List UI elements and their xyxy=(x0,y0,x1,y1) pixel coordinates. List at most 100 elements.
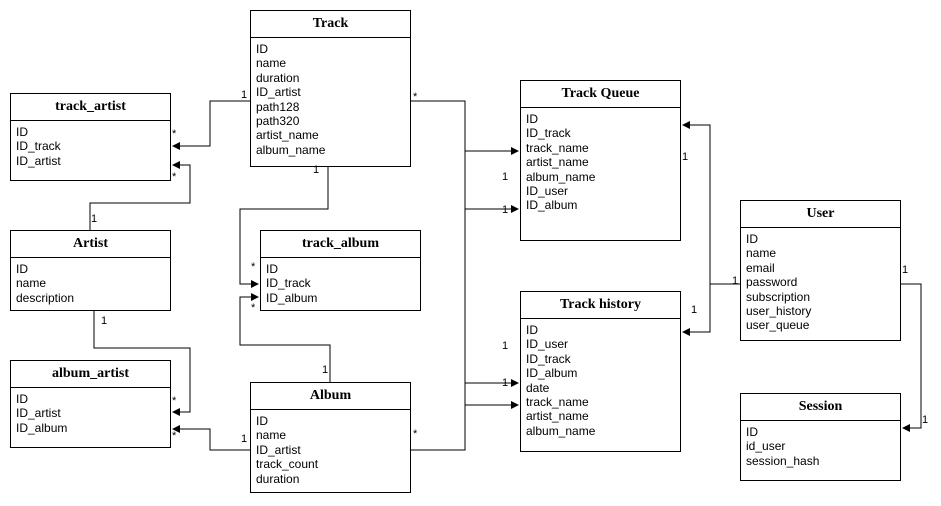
multiplicity-label: 1 xyxy=(502,171,508,183)
attribute: duration xyxy=(256,70,300,85)
multiplicity-label: 1 xyxy=(322,364,328,376)
multiplicity-label: 1 xyxy=(101,315,107,327)
entity-track-artist[interactable]: track_artist ID ID_track ID_artist xyxy=(10,93,171,181)
multiplicity-label: * xyxy=(251,261,256,273)
entity-title: Track xyxy=(251,11,410,38)
attribute: session_hash xyxy=(746,453,820,468)
attribute: ID_track xyxy=(526,126,571,141)
entity-track-history[interactable]: Track history ID ID_user ID_track ID_alb… xyxy=(520,291,681,452)
attribute: album_name xyxy=(526,169,596,184)
edge-album-track-album xyxy=(239,293,331,382)
entity-title: track_album xyxy=(261,231,420,258)
attribute: password xyxy=(746,275,798,290)
attribute: ID xyxy=(16,392,28,406)
attribute: album_name xyxy=(256,142,326,157)
attribute: track_count xyxy=(256,457,319,472)
attribute: ID_track xyxy=(266,276,311,291)
attribute: path128 xyxy=(256,99,300,114)
multiplicity-label: 1 xyxy=(732,275,738,287)
multiplicity-label: 1 xyxy=(241,89,247,101)
attribute: user_queue xyxy=(746,318,810,333)
edge-album-album-artist xyxy=(172,425,250,451)
edge-user-queue xyxy=(682,121,740,285)
attribute: ID xyxy=(16,125,28,139)
attribute: name xyxy=(256,428,287,443)
entity-session[interactable]: Session ID id_user session_hash xyxy=(740,393,901,481)
attribute: album_name xyxy=(526,423,596,438)
multiplicity-label: 1 xyxy=(502,377,508,389)
edge-track-track-artist xyxy=(172,100,250,150)
entity-title: User xyxy=(741,201,900,228)
entity-title: Session xyxy=(741,394,900,421)
multiplicity-label: * xyxy=(172,430,177,442)
attribute: ID_track xyxy=(16,139,61,154)
attribute: ID_album xyxy=(16,420,68,435)
attribute: name xyxy=(256,56,287,71)
entity-track[interactable]: Track ID name duration ID_artist path128… xyxy=(250,10,411,167)
entity-title: Artist xyxy=(11,231,170,258)
edge-track-track-album xyxy=(239,167,329,288)
attribute: ID xyxy=(256,42,268,56)
attribute: artist_name xyxy=(256,128,319,143)
entity-album[interactable]: Album ID name ID_artist track_count dura… xyxy=(250,382,411,493)
attribute: path320 xyxy=(256,114,300,129)
multiplicity-label: 1 xyxy=(241,433,247,445)
attribute: email xyxy=(746,260,775,275)
attribute: ID xyxy=(16,262,28,276)
entity-title: Track history xyxy=(521,292,680,319)
multiplicity-label: 1 xyxy=(922,414,928,426)
multiplicity-label: * xyxy=(413,91,418,103)
attribute: ID_artist xyxy=(256,85,301,100)
entity-track-queue[interactable]: Track Queue ID ID_track track_name artis… xyxy=(520,80,681,241)
attribute: ID xyxy=(746,425,758,439)
multiplicity-label: * xyxy=(251,302,256,314)
multiplicity-label: 1 xyxy=(902,264,908,276)
entity-user[interactable]: User ID name email password subscription… xyxy=(740,200,901,341)
attribute: ID xyxy=(526,112,538,126)
multiplicity-label: * xyxy=(413,428,418,440)
multiplicity-label: 1 xyxy=(691,304,697,316)
attribute: subscription xyxy=(746,289,811,304)
attribute: ID_user xyxy=(526,184,569,199)
attribute: description xyxy=(16,290,75,305)
attribute: id_user xyxy=(746,439,786,454)
attribute: user_history xyxy=(746,304,812,319)
multiplicity-label: * xyxy=(172,171,177,183)
multiplicity-label: 1 xyxy=(502,204,508,216)
attribute: name xyxy=(746,246,777,261)
edge-artist-track-artist xyxy=(89,161,191,230)
attribute: ID_artist xyxy=(16,153,61,168)
multiplicity-label: 1 xyxy=(91,213,97,225)
entity-artist[interactable]: Artist ID name description xyxy=(10,230,171,311)
entity-title: Track Queue xyxy=(521,81,680,108)
attribute: ID_album xyxy=(526,366,578,381)
attribute: date xyxy=(526,380,550,395)
edge-user-session xyxy=(901,283,922,432)
attribute: ID xyxy=(266,262,278,276)
attribute: ID xyxy=(256,414,268,428)
edge-trunk xyxy=(411,100,466,451)
multiplicity-label: 1 xyxy=(682,151,688,163)
attribute: ID xyxy=(746,232,758,246)
multiplicity-label: 1 xyxy=(313,164,319,176)
entity-title: track_artist xyxy=(11,94,170,121)
entity-album-artist[interactable]: album_artist ID ID_artist ID_album xyxy=(10,360,171,448)
attribute: ID_track xyxy=(526,351,571,366)
entity-track-album[interactable]: track_album ID ID_track ID_album xyxy=(260,230,421,311)
entity-title: album_artist xyxy=(11,361,170,388)
attribute: ID_user xyxy=(526,337,569,352)
multiplicity-label: 1 xyxy=(502,340,508,352)
multiplicity-label: * xyxy=(172,395,177,407)
edge-artist-album-artist xyxy=(93,311,191,416)
multiplicity-label: * xyxy=(172,128,177,140)
attribute: track_name xyxy=(526,140,589,155)
edge-user-history xyxy=(682,284,711,336)
attribute: ID_album xyxy=(266,290,318,305)
attribute: duration xyxy=(256,471,300,486)
attribute: artist_name xyxy=(526,409,589,424)
entity-title: Album xyxy=(251,383,410,410)
attribute: ID_artist xyxy=(256,442,301,457)
attribute: artist_name xyxy=(526,155,589,170)
attribute: ID xyxy=(526,323,538,337)
